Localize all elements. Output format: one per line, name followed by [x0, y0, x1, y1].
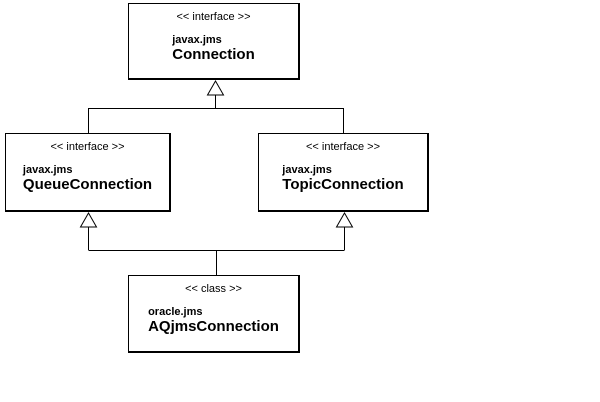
generalization-triangle-icon [79, 211, 98, 228]
class-name-label: AQjmsConnection [148, 318, 279, 335]
class-name-label: TopicConnection [282, 176, 404, 193]
uml-node-connection: << interface >> javax.jms Connection [128, 3, 300, 80]
stereotype-label: << interface >> [306, 141, 380, 153]
uml-node-queue-connection: << interface >> javax.jms QueueConnectio… [5, 133, 171, 212]
stereotype-label: << class >> [185, 283, 242, 295]
package-label: javax.jms [172, 34, 222, 46]
stereotype-label: << interface >> [176, 11, 251, 23]
name-block: javax.jms TopicConnection [282, 164, 403, 193]
uml-node-topic-connection: << interface >> javax.jms TopicConnectio… [258, 133, 429, 212]
package-label: oracle.jms [148, 306, 203, 318]
name-block: oracle.jms AQjmsConnection [148, 306, 279, 335]
stereotype-label: << interface >> [50, 141, 125, 153]
package-label: javax.jms [282, 164, 332, 176]
uml-node-aqjms-connection: << class >> oracle.jms AQjmsConnection [128, 275, 300, 353]
generalization-triangle-icon [206, 79, 225, 96]
name-block: javax.jms QueueConnection [23, 164, 152, 193]
name-block: javax.jms Connection [172, 34, 255, 63]
class-name-label: Connection [172, 46, 255, 63]
package-label: javax.jms [22, 164, 73, 176]
generalization-triangle-icon [335, 211, 354, 228]
class-name-label: QueueConnection [22, 176, 153, 193]
